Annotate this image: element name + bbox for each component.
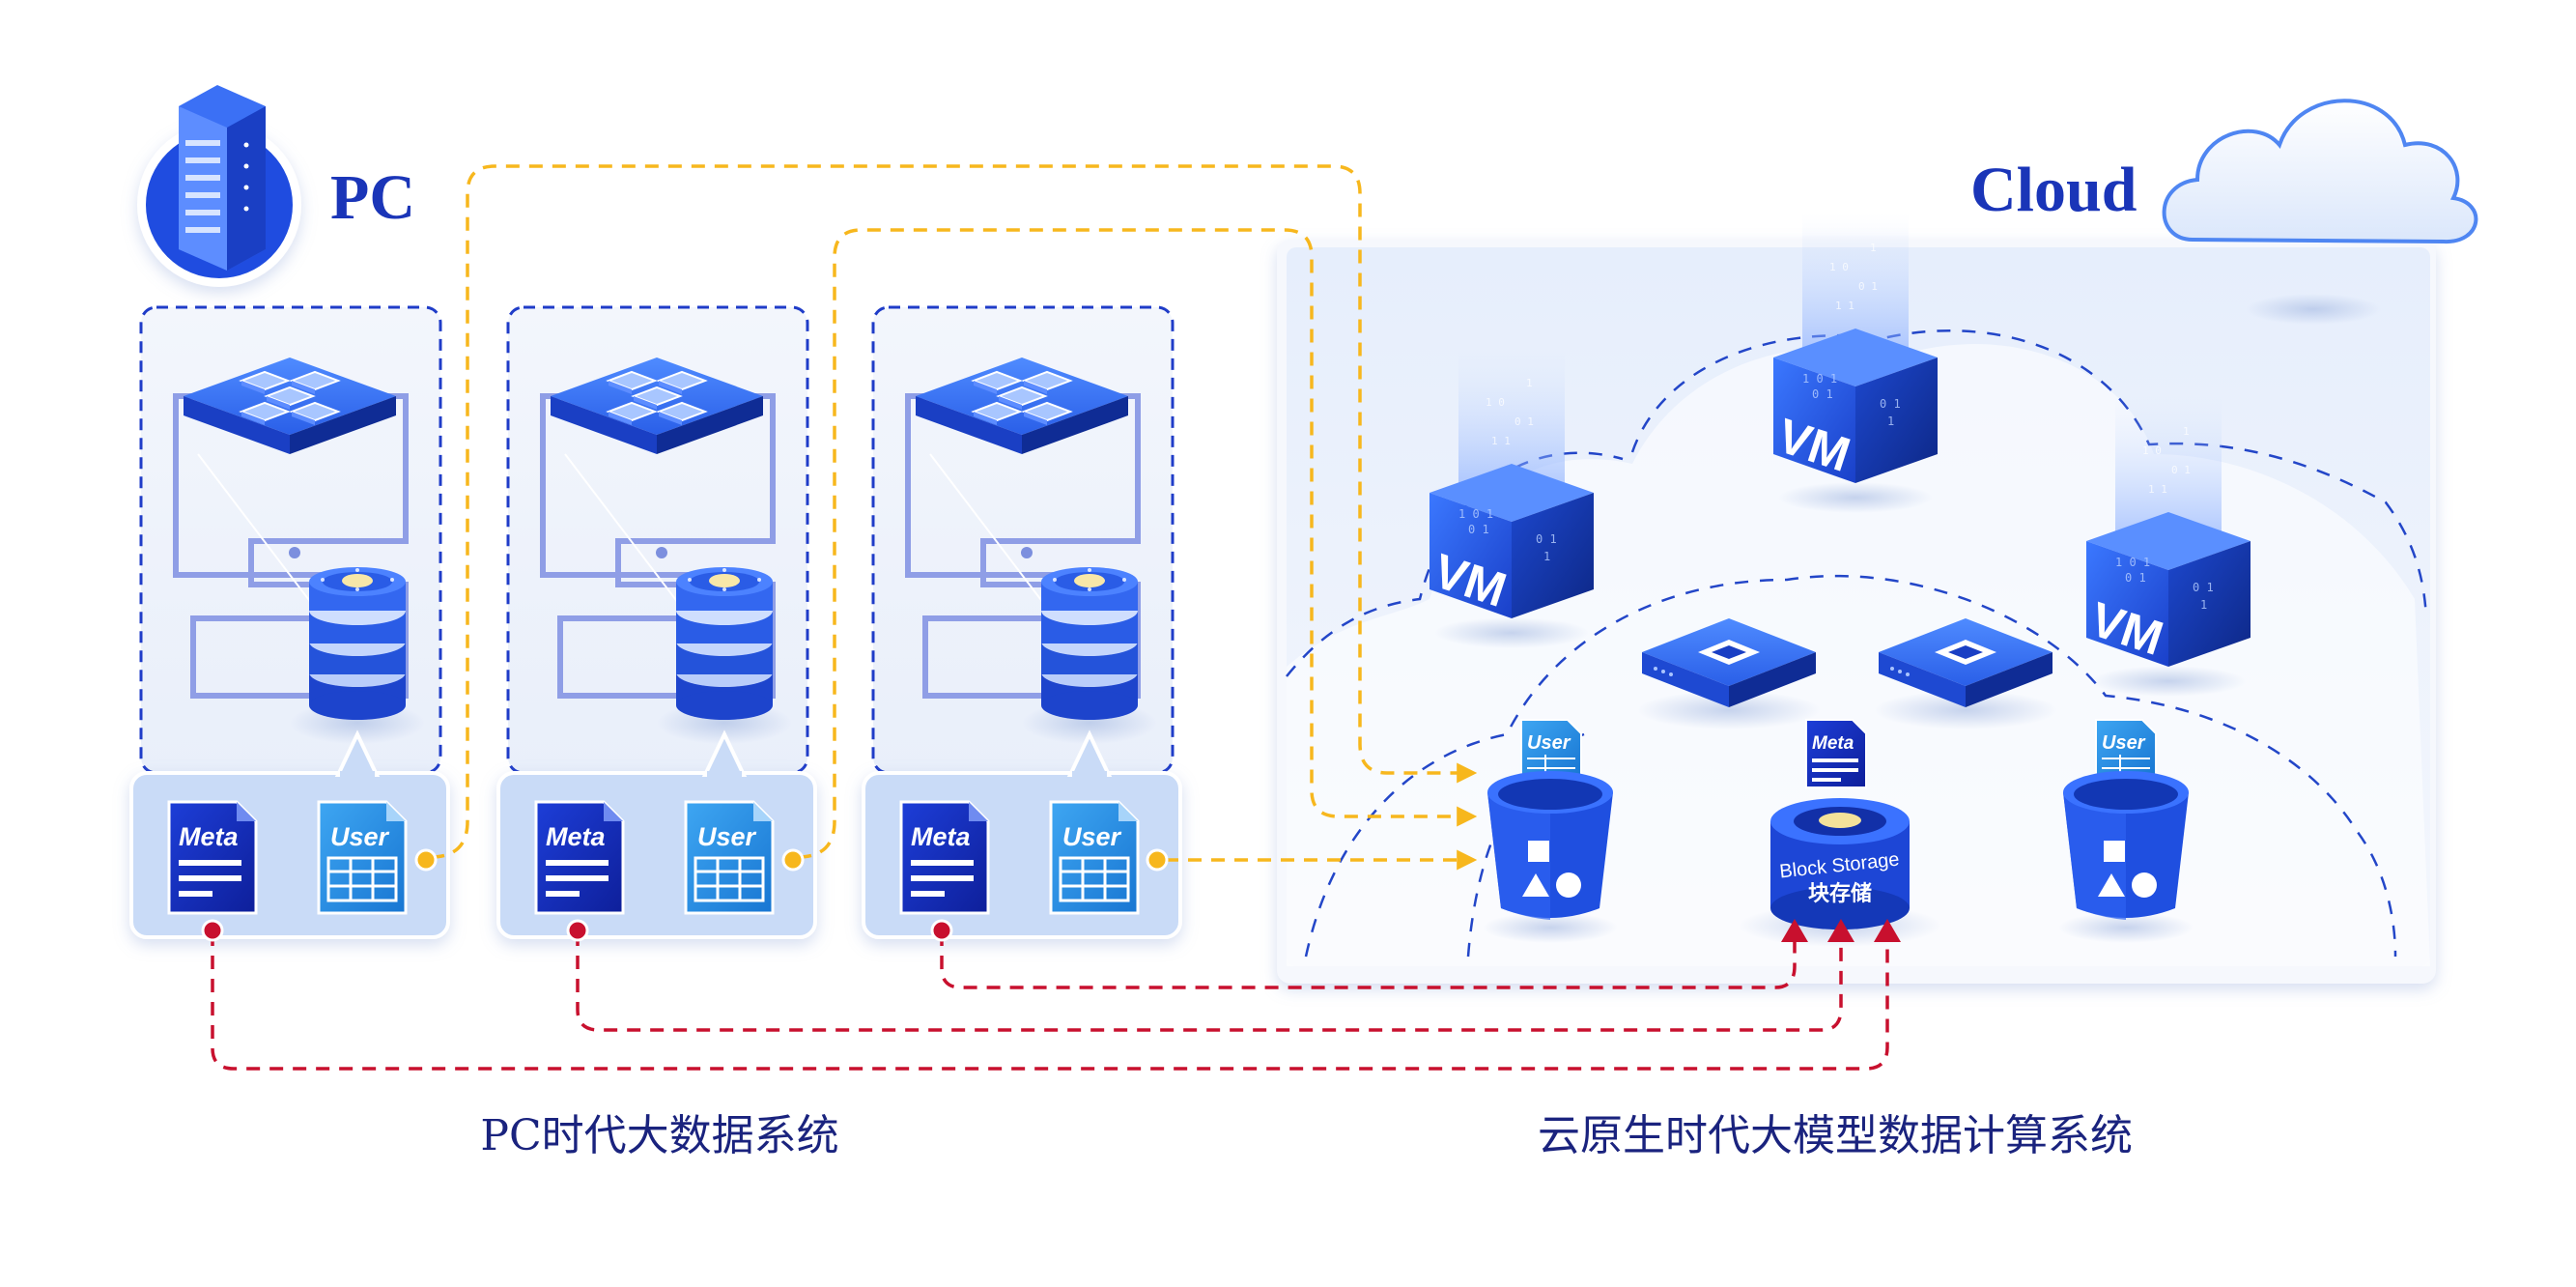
user-label: User (697, 822, 757, 851)
user-table-icon: User (684, 800, 775, 915)
object-bucket: User (2058, 719, 2194, 943)
meta-document-icon: Meta (167, 800, 258, 915)
meta-document-icon: Meta (1805, 719, 1867, 788)
user-flow-line (797, 228, 1478, 859)
meta-flow-line (940, 932, 1797, 989)
meta-flow-line (211, 932, 1889, 1071)
meta-document-icon: Meta (899, 800, 990, 915)
bucket-user-label: User (2102, 732, 2146, 754)
caption-left: PC时代大数据系统 (480, 1111, 838, 1160)
cloud-header: Cloud (1970, 99, 2478, 325)
user-label: User (1062, 822, 1122, 851)
database-icon (290, 567, 425, 744)
meta-flow-origin (930, 919, 953, 942)
user-label: User (330, 822, 390, 851)
server-rack-icon (137, 85, 301, 287)
meta-flow-line (576, 932, 1843, 1032)
user-table-icon: User (2095, 719, 2157, 779)
object-bucket: User (1483, 719, 1618, 943)
cloud-icon (2162, 99, 2478, 325)
database-icon (657, 567, 792, 744)
user-table-icon: User (1520, 719, 1582, 779)
caption-right: 云原生时代大模型数据计算系统 (1538, 1111, 2133, 1160)
meta-data-flows (211, 932, 1889, 1071)
meta-flow-arrowhead (1781, 919, 1808, 942)
pc-node: Meta User (496, 305, 817, 939)
bucket-user-label: User (1527, 732, 1571, 754)
user-data-flows (430, 164, 1478, 871)
user-flow-origin (781, 848, 805, 872)
object-bucket-icon (2058, 771, 2194, 943)
meta-flow-arrowhead (1874, 919, 1901, 942)
user-flow-origin (414, 848, 438, 872)
pc-node: Meta User (129, 305, 450, 939)
pc-header: PC (137, 85, 415, 287)
meta-flow-origin (566, 919, 589, 942)
meta-label: Meta (179, 822, 239, 851)
meta-label: Meta (911, 822, 971, 851)
pc-node: Meta User (862, 305, 1182, 939)
user-flow-line (430, 164, 1478, 859)
user-table-icon: User (1049, 800, 1140, 915)
pc-title: PC (330, 162, 415, 233)
object-bucket-icon (1483, 771, 1618, 943)
user-flow-origin (1146, 848, 1169, 872)
meta-flow-origin (201, 919, 224, 942)
meta-label: Meta (546, 822, 606, 851)
meta-flow-arrowhead (1827, 919, 1854, 942)
database-icon (1022, 567, 1157, 744)
cloud-title: Cloud (1970, 155, 2137, 225)
block-storage-name-zh: 块存储 (1808, 881, 1872, 905)
block-meta-label: Meta (1812, 733, 1854, 754)
user-table-icon: User (317, 800, 408, 915)
meta-document-icon: Meta (534, 800, 625, 915)
